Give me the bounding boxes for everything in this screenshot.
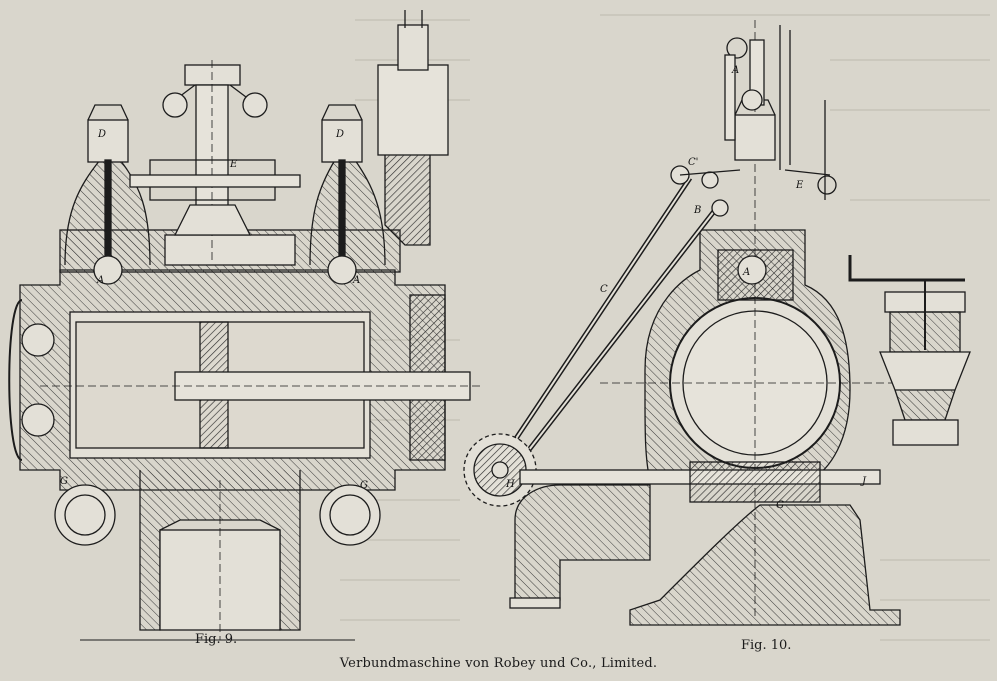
fig9-right-valve — [309, 104, 386, 285]
fig10-letter: E — [795, 180, 804, 191]
fig9-left-valve — [64, 104, 151, 285]
fig9-letter: G — [60, 476, 68, 487]
fig10-side-valve — [848, 255, 971, 446]
fig9-letter: A — [352, 275, 360, 286]
fig9-letter: E — [229, 159, 238, 170]
fig9-label: Fig. 9. — [195, 632, 238, 647]
fig9-letter: G — [360, 480, 368, 491]
fig10-letter: G — [776, 500, 784, 511]
fig10-part-letters: A E C' C B A H G J — [505, 65, 867, 511]
fig9-receiver — [377, 10, 449, 246]
fig9-governor — [129, 60, 301, 260]
fig10-letter: A — [742, 267, 750, 278]
fig10-base — [629, 504, 901, 626]
fig10-letter: B — [693, 205, 701, 216]
fig9-left-crosshead — [54, 484, 116, 546]
fig10-letter: J — [860, 476, 867, 487]
fig9-letter: D — [97, 129, 106, 140]
fig10-exhaust-pipe — [514, 484, 651, 601]
fig10-letter: H — [505, 479, 515, 490]
fig10-label: Fig. 10. — [741, 638, 792, 653]
fig9-part-letters: D D E A A G G — [60, 129, 368, 491]
fig9-drawing — [8, 10, 480, 641]
fig10-letter: C' — [688, 157, 698, 168]
fig10-letter: A — [731, 65, 739, 76]
fig10-drawing — [463, 20, 971, 626]
fig10-letter: C — [600, 284, 608, 295]
fig9-right-crosshead — [319, 484, 381, 546]
fig9-letter: A — [96, 275, 104, 286]
fig9-letter: D — [335, 129, 344, 140]
plate-caption: Verbundmaschine von Robey und Co., Limit… — [339, 656, 658, 671]
fig10-governor — [724, 25, 837, 200]
